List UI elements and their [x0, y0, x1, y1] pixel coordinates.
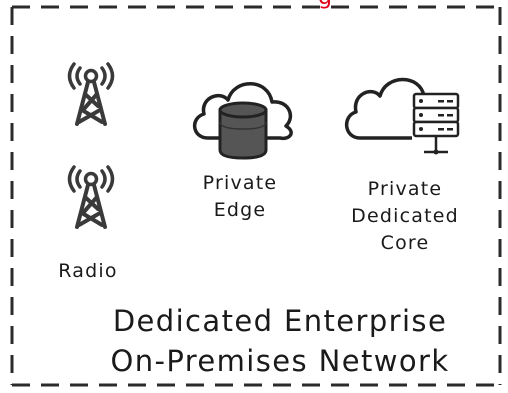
- radio-tower-icon: [67, 165, 115, 229]
- cutoff-heading: g: [318, 0, 354, 9]
- private-edge-label-line1: Private: [202, 172, 278, 194]
- private-core-label-line2: Dedicated: [351, 205, 459, 227]
- cloud-server-icon: [345, 77, 460, 155]
- private-edge-label: Private Edge: [180, 170, 300, 224]
- private-core-label: Private Dedicated Core: [340, 176, 470, 257]
- private-core-label-line1: Private: [367, 178, 443, 200]
- cloud-database-icon: [193, 82, 293, 160]
- diagram-title-line2: On-Premises Network: [110, 344, 450, 378]
- cutoff-heading-text: g: [318, 0, 354, 9]
- private-core-label-line3: Core: [380, 232, 430, 254]
- private-edge-label-line2: Edge: [213, 199, 267, 221]
- diagram-title-line1: Dedicated Enterprise: [112, 304, 448, 338]
- radio-label: Radio: [58, 260, 118, 282]
- radio-tower-icon: [67, 62, 115, 126]
